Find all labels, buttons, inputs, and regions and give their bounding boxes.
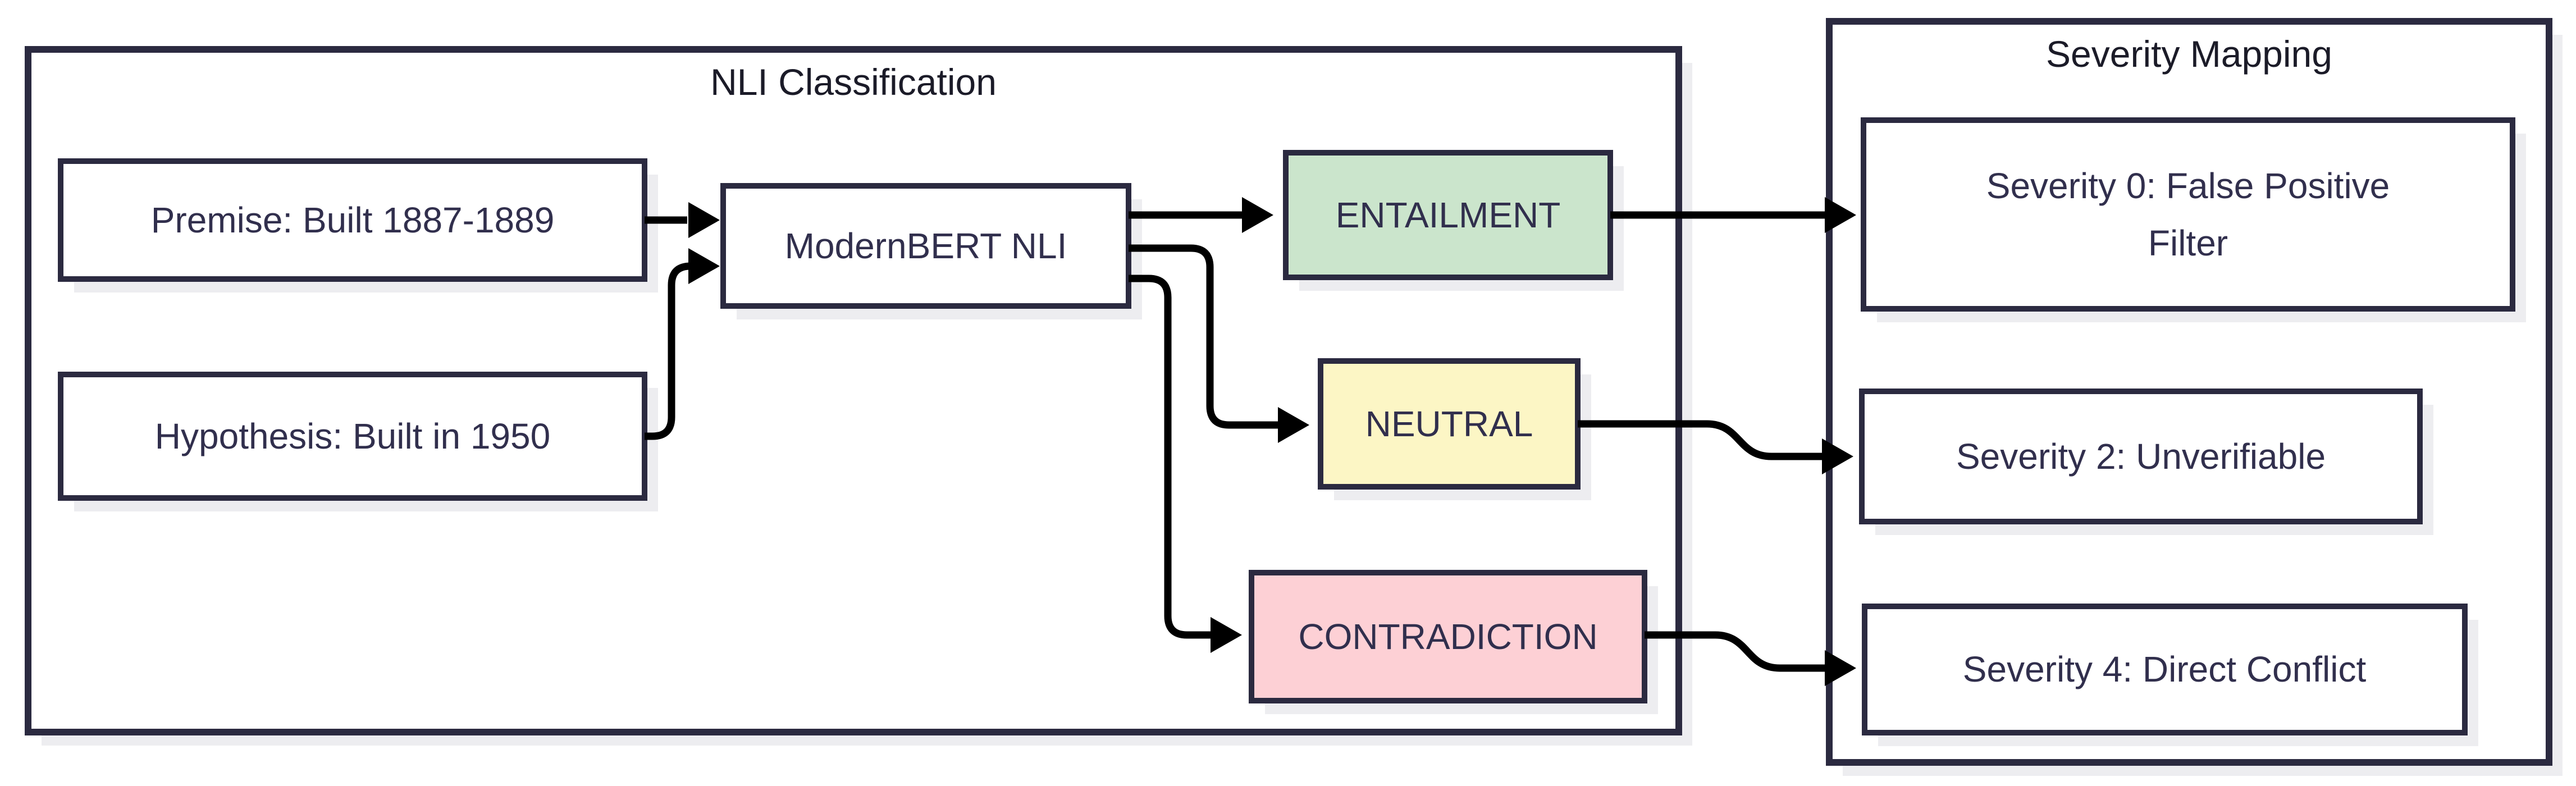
severity0-node (1861, 117, 2515, 312)
edge-neutral-to-severity2 (1578, 420, 1822, 460)
severity0-node-label-line1: Severity 0: False Positive (1986, 166, 2390, 206)
severity0-node-label-line2: Filter (2148, 223, 2228, 263)
severity-container-title: Severity Mapping (2046, 33, 2332, 75)
arrowhead-entailment-to-severity0 (1825, 197, 1856, 233)
severity2-node (1859, 389, 2423, 524)
severity2-node-label: Severity 2: Unverifiable (1956, 436, 2326, 477)
contradiction-node-label: CONTRADICTION (1298, 616, 1597, 657)
neutral-node (1318, 358, 1581, 490)
edge-model-to-neutral (1129, 244, 1278, 429)
arrowhead-contradiction-to-severity4 (1825, 650, 1856, 686)
severity4-node-label: Severity 4: Direct Conflict (1963, 649, 2367, 689)
arrowhead-model-to-neutral (1278, 407, 1309, 443)
arrowhead-model-to-entailment (1242, 197, 1273, 233)
edge-contradiction-to-severity4 (1645, 631, 1825, 672)
model-node (720, 183, 1131, 309)
premise-node-label: Premise: Built 1887-1889 (151, 200, 555, 240)
arrowhead-hypothesis-to-model (688, 248, 720, 284)
entailment-node-label: ENTAILMENT (1336, 195, 1561, 235)
edge-model-to-contradiction (1129, 275, 1211, 639)
edges (645, 197, 1856, 686)
nli-container-title: NLI Classification (710, 61, 997, 103)
contradiction-node (1249, 570, 1647, 703)
severity4-node (1862, 604, 2468, 735)
premise-node (58, 158, 647, 282)
neutral-node-label: NEUTRAL (1365, 404, 1533, 444)
arrowhead-model-to-contradiction (1211, 617, 1242, 653)
model-node-label: ModernBERT NLI (785, 226, 1067, 266)
hypothesis-node-label: Hypothesis: Built in 1950 (155, 416, 550, 456)
edge-hypothesis-to-model (645, 262, 691, 440)
arrowhead-neutral-to-severity2 (1822, 438, 1853, 474)
arrowhead-premise-to-model (688, 202, 720, 238)
